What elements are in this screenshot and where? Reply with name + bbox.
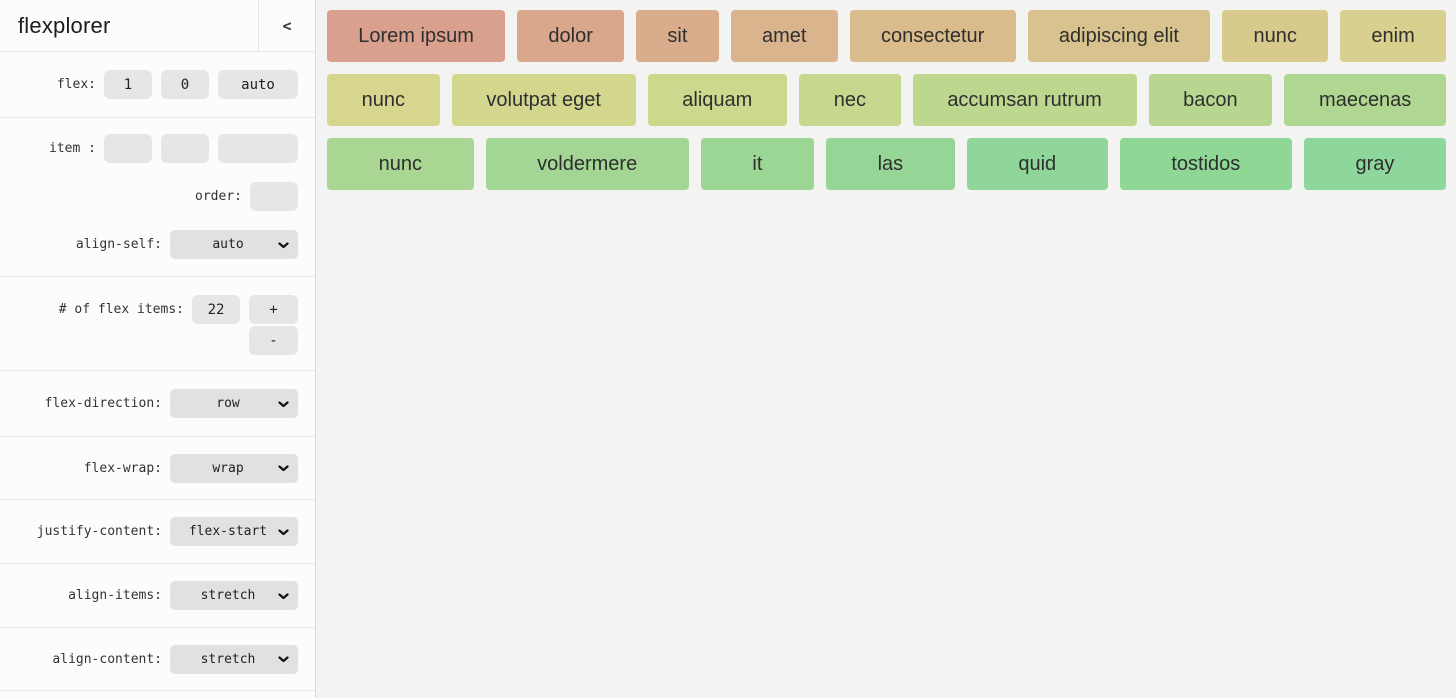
collapse-sidebar-button[interactable]: <	[258, 0, 315, 51]
section-item: item : order: align-self: auto	[0, 118, 315, 277]
flex-item: nec	[799, 74, 901, 126]
flex-item: amet	[730, 10, 838, 62]
item-flex-row: item :	[0, 134, 298, 163]
flex-item: sit	[636, 10, 719, 62]
align-items-select[interactable]: stretch	[170, 581, 298, 610]
align-self-row: align-self: auto	[0, 230, 298, 259]
flex-wrap-value: wrap	[212, 460, 244, 476]
flex-item: it	[700, 138, 814, 190]
item-grow-input[interactable]	[104, 134, 152, 163]
order-label: order:	[195, 189, 242, 204]
flex-item: nunc	[1222, 10, 1329, 62]
section-flex-direction: flex-direction: row	[0, 371, 315, 437]
chevron-down-icon	[278, 241, 289, 249]
flex-item: dolor	[517, 10, 625, 62]
section-align-items: align-items: stretch	[0, 564, 315, 628]
flex-wrap-select[interactable]: wrap	[170, 453, 298, 483]
item-basis-input[interactable]	[218, 134, 298, 163]
section-count: # of flex items: + -	[0, 277, 315, 371]
align-items-label: align-items:	[68, 588, 162, 603]
add-item-button[interactable]: +	[249, 295, 298, 324]
flex-item: nunc	[327, 74, 440, 126]
flex-item: gray	[1303, 138, 1446, 190]
flex-item: accumsan rutrum	[912, 74, 1137, 126]
chevron-down-icon	[278, 528, 289, 536]
flex-item: voldermere	[485, 138, 689, 190]
flex-shrink-input[interactable]	[161, 70, 209, 99]
order-input[interactable]	[250, 182, 298, 211]
flex-item: tostidos	[1119, 138, 1292, 190]
flex-item: adipiscing elit	[1027, 10, 1211, 62]
chevron-down-icon	[278, 592, 289, 600]
section-flex: flex:	[0, 52, 315, 118]
chevron-down-icon	[278, 465, 289, 472]
flex-direction-select[interactable]: row	[170, 389, 298, 418]
item-shrink-input[interactable]	[161, 134, 209, 163]
chevron-down-icon	[278, 400, 289, 408]
flex-item: aliquam	[647, 74, 788, 126]
flex-label: flex:	[56, 77, 96, 92]
order-row: order:	[0, 182, 298, 211]
flex-direction-value: row	[216, 396, 240, 411]
chevron-left-icon: <	[282, 16, 292, 35]
sidebar-header: flexplorer <	[0, 0, 315, 52]
flex-grow-input[interactable]	[104, 70, 152, 99]
flex-item: consectetur	[849, 10, 1016, 62]
justify-content-value: flex-start	[188, 524, 268, 539]
align-items-value: stretch	[200, 588, 256, 603]
align-self-label: align-self:	[75, 237, 162, 252]
section-flex-wrap: flex-wrap: wrap	[0, 437, 315, 500]
flex-item: nunc	[327, 138, 474, 190]
chevron-down-icon	[278, 656, 289, 663]
align-content-select[interactable]: stretch	[170, 644, 298, 674]
flex-basis-input[interactable]	[218, 70, 298, 99]
flex-item: bacon	[1148, 74, 1273, 126]
flex-direction-label: flex-direction:	[44, 396, 162, 411]
align-self-value: auto	[212, 237, 244, 252]
align-self-select[interactable]: auto	[170, 230, 298, 259]
flex-wrap-label: flex-wrap:	[83, 460, 162, 476]
section-align-content: align-content: stretch	[0, 628, 315, 691]
flex-item: maecenas	[1284, 74, 1446, 126]
justify-content-select[interactable]: flex-start	[170, 517, 298, 546]
section-justify-content: justify-content: flex-start	[0, 500, 315, 564]
justify-content-label: justify-content:	[36, 524, 162, 539]
app-title: flexplorer	[18, 12, 111, 38]
sidebar: flexplorer < flex: item : order: align-s…	[0, 0, 316, 698]
flex-item: Lorem ipsum	[327, 10, 506, 62]
count-row: # of flex items: + -	[0, 295, 298, 355]
align-content-value: stretch	[200, 651, 256, 667]
item-label: item :	[49, 141, 96, 156]
flex-item: las	[825, 138, 955, 190]
align-content-label: align-content:	[52, 651, 162, 667]
count-stepper: + -	[249, 295, 298, 355]
remove-item-button[interactable]: -	[249, 326, 298, 355]
flex-item: quid	[966, 138, 1108, 190]
flex-item: volutpat eget	[451, 74, 636, 126]
count-label: # of flex items:	[58, 302, 184, 317]
flex-item-count-input[interactable]	[192, 295, 240, 324]
flex-item: enim	[1340, 10, 1447, 62]
